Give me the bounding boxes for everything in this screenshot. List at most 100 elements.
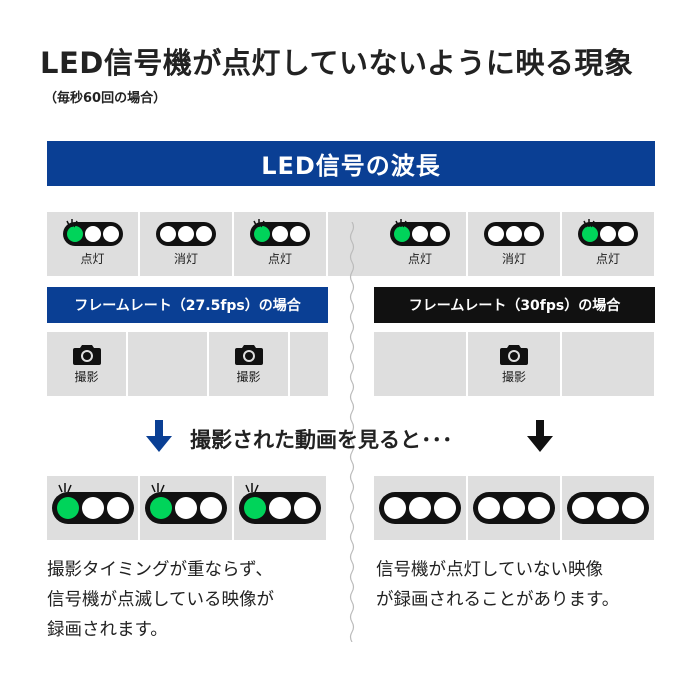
traffic-light xyxy=(379,492,461,524)
light-rays-icon xyxy=(58,483,72,493)
shooting-row-right: 撮影 xyxy=(374,332,654,396)
traffic-light xyxy=(578,221,638,246)
camera-icon xyxy=(72,345,101,365)
lamp xyxy=(269,497,291,519)
middle-caption: 撮影された動画を見ると･･･ xyxy=(190,428,453,452)
result-cell xyxy=(234,476,326,540)
lamp xyxy=(528,497,550,519)
lamp xyxy=(478,497,500,519)
result-row-right xyxy=(374,476,654,540)
shot-cell: 撮影 xyxy=(209,332,288,396)
description-line: 信号機が点灯していない映像 xyxy=(376,560,603,580)
description-line: 信号機が点滅している映像が xyxy=(47,590,274,610)
empty-cell xyxy=(562,332,654,396)
lamp xyxy=(597,497,619,519)
description-left: 撮影タイミングが重ならず、 信号機が点滅している映像が 録画されます。 xyxy=(47,555,342,645)
lamp xyxy=(102,225,119,242)
result-cell xyxy=(468,476,560,540)
page-subtitle: （毎秒60回の場合） xyxy=(44,91,167,106)
lamp xyxy=(106,497,129,519)
light-rays-icon xyxy=(583,219,595,228)
lamp-green xyxy=(56,497,79,519)
shot-label: 撮影 xyxy=(236,370,261,384)
lamp xyxy=(524,225,540,242)
lamp-green xyxy=(394,225,410,242)
lamp xyxy=(175,497,197,519)
light-rays-icon xyxy=(66,219,78,228)
lamp xyxy=(84,225,101,242)
arrow-down-icon xyxy=(527,420,553,452)
traffic-light xyxy=(473,492,555,524)
light-rays-icon xyxy=(151,483,165,493)
framerate-bar-left: フレームレート（27.5fps）の場合 xyxy=(47,287,328,323)
signal-cell-partial xyxy=(328,212,381,276)
lamp xyxy=(81,497,104,519)
signal-state-label: 消灯 xyxy=(501,251,526,266)
lamp xyxy=(506,225,522,242)
signal-cell: 点灯 xyxy=(374,212,466,276)
signal-cell: 点灯 xyxy=(47,212,138,276)
lamp xyxy=(290,225,306,242)
lamp-green xyxy=(66,225,83,242)
camera-icon xyxy=(234,345,263,365)
wavy-divider xyxy=(349,222,355,642)
signal-row-left: 点灯 消灯 点灯 xyxy=(47,212,381,276)
signal-state-label: 消灯 xyxy=(173,251,198,266)
lamp xyxy=(618,225,634,242)
lamp xyxy=(430,225,446,242)
result-cell xyxy=(140,476,232,540)
lamp xyxy=(294,497,316,519)
shot-label: 撮影 xyxy=(501,370,526,384)
lamp xyxy=(572,497,594,519)
signal-cell: 点灯 xyxy=(234,212,326,276)
signal-row-right: 点灯 消灯 点灯 xyxy=(374,212,654,276)
shot-cell: 撮影 xyxy=(47,332,126,396)
description-line: 撮影タイミングが重ならず、 xyxy=(47,560,273,580)
traffic-light xyxy=(250,221,310,246)
lamp xyxy=(600,225,616,242)
traffic-light xyxy=(51,492,134,524)
result-cell xyxy=(562,476,654,540)
empty-cell xyxy=(128,332,207,396)
lamp xyxy=(178,225,194,242)
signal-cell: 点灯 xyxy=(562,212,654,276)
light-rays-icon xyxy=(253,219,265,228)
signal-state-label: 点灯 xyxy=(80,251,105,266)
lamp-green xyxy=(244,497,266,519)
lamp xyxy=(622,497,644,519)
description-right: 信号機が点灯していない映像 が録画されることがあります。 xyxy=(376,555,676,615)
result-row-left xyxy=(47,476,326,540)
traffic-light xyxy=(567,492,649,524)
lamp-green xyxy=(254,225,270,242)
page-title: LED信号機が点灯していないように映る現象 xyxy=(40,46,634,80)
shooting-row-left: 撮影 撮影 xyxy=(47,332,328,396)
result-cell xyxy=(374,476,466,540)
description-line: が録画されることがあります。 xyxy=(376,590,620,610)
signal-cell: 消灯 xyxy=(468,212,560,276)
signal-state-label: 点灯 xyxy=(407,251,432,266)
traffic-light xyxy=(145,492,227,524)
signal-state-label: 点灯 xyxy=(595,251,620,266)
traffic-light xyxy=(156,221,216,246)
traffic-light xyxy=(390,221,450,246)
light-rays-icon xyxy=(395,219,407,228)
description-line: 録画されます。 xyxy=(47,620,168,640)
traffic-light xyxy=(239,492,321,524)
lamp xyxy=(200,497,222,519)
lamp xyxy=(503,497,525,519)
signal-state-label: 点灯 xyxy=(267,251,292,266)
empty-cell xyxy=(374,332,466,396)
lamp-green xyxy=(582,225,598,242)
signal-cell: 消灯 xyxy=(140,212,232,276)
arrow-down-icon xyxy=(146,420,172,452)
lamp xyxy=(384,497,406,519)
lamp xyxy=(160,225,176,242)
lamp-green xyxy=(150,497,172,519)
shot-label: 撮影 xyxy=(74,370,99,384)
light-rays-icon xyxy=(245,483,259,493)
lamp xyxy=(272,225,288,242)
camera-icon xyxy=(500,345,528,365)
lamp xyxy=(434,497,456,519)
traffic-light xyxy=(484,221,544,246)
result-cell xyxy=(47,476,138,540)
